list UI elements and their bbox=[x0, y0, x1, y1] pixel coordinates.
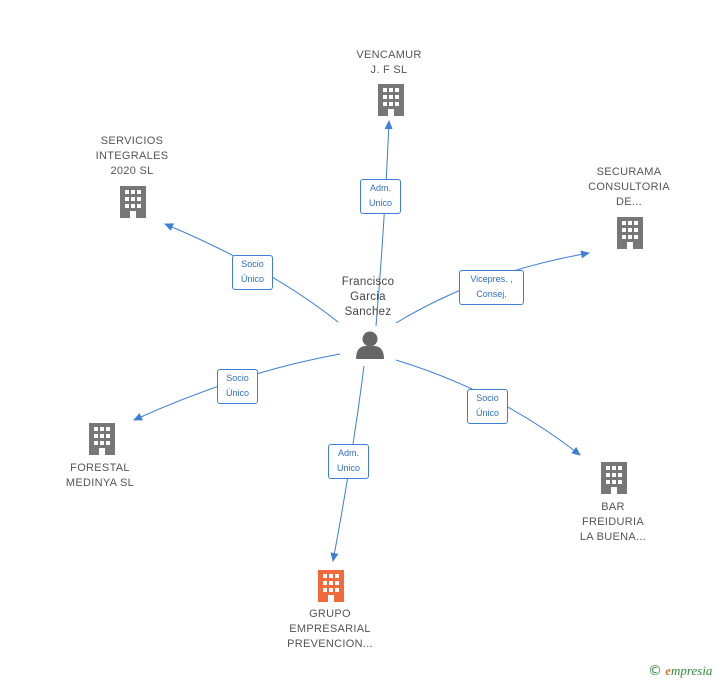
copyright-symbol: © bbox=[648, 663, 662, 679]
company-name-grupo[interactable]: GRUPO EMPRESARIAL PREVENCION... bbox=[287, 608, 373, 650]
company-name-servicios[interactable]: SERVICIOS INTEGRALES 2020 SL bbox=[95, 135, 169, 177]
building-icon[interactable] bbox=[378, 84, 404, 116]
company-name-bar[interactable]: BAR FREIDURIA LA BUENA... bbox=[579, 501, 647, 543]
footer-brand: © empresia bbox=[648, 663, 712, 679]
person-name[interactable]: Francisco Garcia Sanchez bbox=[341, 276, 395, 318]
building-icon[interactable] bbox=[120, 186, 146, 218]
relation-label-bar: Socio Único bbox=[467, 389, 508, 424]
relation-label-securama: Vicepres. , Consej. bbox=[459, 270, 524, 305]
company-name-vencamur[interactable]: VENCAMUR J. F SL bbox=[356, 49, 422, 76]
building-icon[interactable] bbox=[89, 423, 115, 455]
relation-label-forestal: Socio Único bbox=[217, 369, 258, 404]
relation-label-vencamur: Adm. Unico bbox=[360, 179, 401, 214]
building-icon[interactable] bbox=[318, 570, 344, 602]
building-icon[interactable] bbox=[617, 217, 643, 249]
person-icon[interactable] bbox=[356, 331, 384, 360]
edge-vencamur bbox=[375, 120, 393, 327]
building-icon[interactable] bbox=[601, 462, 627, 494]
brand-logo-initial: e bbox=[665, 663, 672, 678]
relation-label-servicios: Socio Único bbox=[232, 255, 273, 290]
relation-label-grupo: Adm. Unico bbox=[328, 444, 369, 479]
company-name-forestal[interactable]: FORESTAL MEDINYA SL bbox=[65, 462, 135, 489]
company-name-securama[interactable]: SECURAMA CONSULTORIA DE... bbox=[588, 166, 670, 208]
brand-logo-text: mpresia bbox=[671, 663, 713, 678]
